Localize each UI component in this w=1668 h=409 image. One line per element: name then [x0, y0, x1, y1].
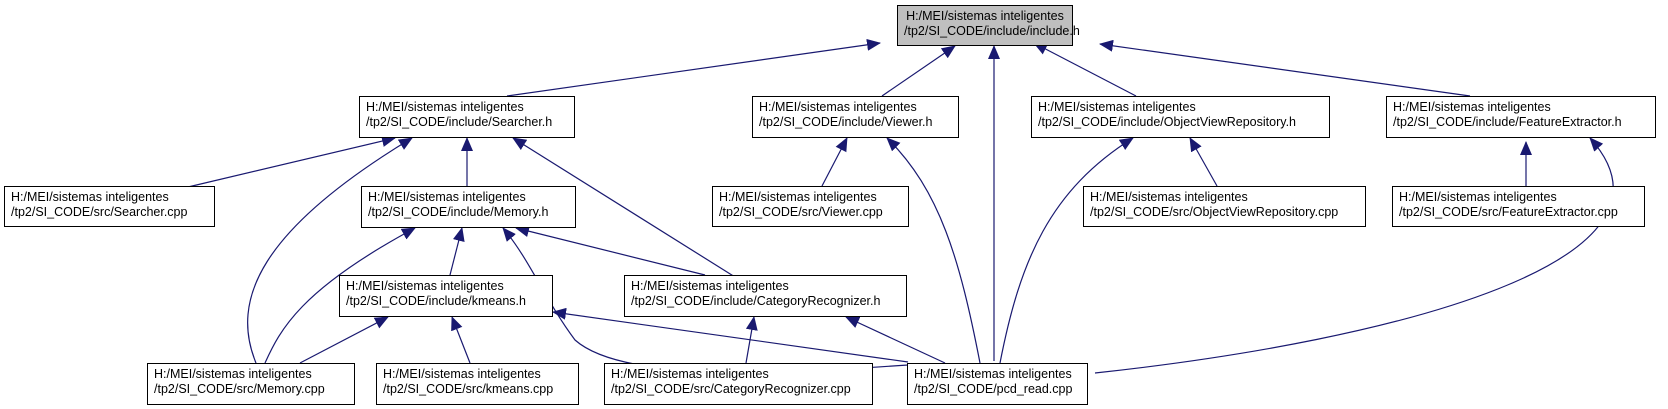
- edge-memory-cpp-to-kmeans-h: [299, 316, 389, 364]
- node-kmeans-h-line1: H:/MEI/sistemas inteligentes: [346, 279, 504, 293]
- edge-pcd-read-to-catrec-h: [845, 316, 946, 364]
- node-category-recognizer-cpp-line2: /tp2/SI_CODE/src/CategoryRecognizer.cpp: [611, 382, 851, 396]
- edge-viewer-h-to-include-h: [881, 45, 956, 97]
- node-include-h[interactable]: H:/MEI/sistemas inteligentes /tp2/SI_COD…: [897, 5, 1080, 46]
- edge-pcd-read-to-kmeans-h: [552, 307, 909, 363]
- edge-kmeans-cpp-to-kmeans-h: [451, 316, 471, 364]
- edge-ovr-h-to-include-h: [1033, 42, 1137, 97]
- edge-kmeans-h-to-memory-h: [449, 227, 465, 276]
- node-kmeans-cpp-line1: H:/MEI/sistemas inteligentes: [383, 367, 541, 381]
- node-feature-extractor-cpp-line1: H:/MEI/sistemas inteligentes: [1399, 190, 1557, 204]
- node-feature-extractor-cpp-line2: /tp2/SI_CODE/src/FeatureExtractor.cpp: [1399, 205, 1618, 219]
- node-object-view-repository-h-line2: /tp2/SI_CODE/include/ObjectViewRepositor…: [1038, 115, 1296, 129]
- edge-pcd-read-to-fe-h: [1094, 137, 1614, 374]
- node-object-view-repository-h[interactable]: H:/MEI/sistemas inteligentes /tp2/SI_COD…: [1031, 96, 1330, 138]
- node-searcher-cpp[interactable]: H:/MEI/sistemas inteligentes /tp2/SI_COD…: [4, 186, 215, 227]
- edge-memory-cpp-to-memory-h: [264, 227, 416, 364]
- node-kmeans-h[interactable]: H:/MEI/sistemas inteligentes /tp2/SI_COD…: [339, 275, 553, 317]
- node-pcd-read-cpp-line1: H:/MEI/sistemas inteligentes: [914, 367, 1072, 381]
- node-object-view-repository-cpp-line2: /tp2/SI_CODE/src/ObjectViewRepository.cp…: [1090, 205, 1339, 219]
- node-feature-extractor-h-line1: H:/MEI/sistemas inteligentes: [1393, 100, 1551, 114]
- edge-memory-cpp-to-searcher-h: [247, 137, 413, 364]
- edge-ovr-cpp-to-ovr-h: [1189, 137, 1218, 187]
- edge-catrec-cpp-to-catrec-h: [745, 316, 758, 364]
- node-category-recognizer-cpp[interactable]: H:/MEI/sistemas inteligentes /tp2/SI_COD…: [604, 363, 873, 405]
- node-memory-cpp-line1: H:/MEI/sistemas inteligentes: [154, 367, 312, 381]
- node-kmeans-h-line2: /tp2/SI_CODE/include/kmeans.h: [346, 294, 526, 308]
- edge-searcher-cpp-to-searcher-h: [187, 135, 396, 188]
- node-category-recognizer-h[interactable]: H:/MEI/sistemas inteligentes /tp2/SI_COD…: [624, 275, 907, 317]
- node-viewer-h-line1: H:/MEI/sistemas inteligentes: [759, 100, 917, 114]
- node-viewer-cpp[interactable]: H:/MEI/sistemas inteligentes /tp2/SI_COD…: [712, 186, 909, 227]
- edge-fe-h-to-include-h: [1099, 39, 1471, 97]
- edge-searcher-h-to-include-h: [506, 38, 881, 97]
- node-object-view-repository-h-line1: H:/MEI/sistemas inteligentes: [1038, 100, 1196, 114]
- node-category-recognizer-h-line1: H:/MEI/sistemas inteligentes: [631, 279, 789, 293]
- node-feature-extractor-h-line2: /tp2/SI_CODE/include/FeatureExtractor.h: [1393, 115, 1622, 129]
- node-category-recognizer-cpp-line1: H:/MEI/sistemas inteligentes: [611, 367, 769, 381]
- node-kmeans-cpp-line2: /tp2/SI_CODE/src/kmeans.cpp: [383, 382, 554, 396]
- node-searcher-h-line1: H:/MEI/sistemas inteligentes: [366, 100, 524, 114]
- node-object-view-repository-cpp[interactable]: H:/MEI/sistemas inteligentes /tp2/SI_COD…: [1083, 186, 1366, 227]
- node-searcher-h[interactable]: H:/MEI/sistemas inteligentes /tp2/SI_COD…: [359, 96, 575, 138]
- node-viewer-h[interactable]: H:/MEI/sistemas inteligentes /tp2/SI_COD…: [752, 96, 959, 138]
- node-viewer-h-line2: /tp2/SI_CODE/include/Viewer.h: [759, 115, 933, 129]
- edge-pcd-read-to-ovr-h: [999, 137, 1134, 364]
- node-memory-cpp[interactable]: H:/MEI/sistemas inteligentes /tp2/SI_COD…: [147, 363, 355, 405]
- node-pcd-read-cpp-line2: /tp2/SI_CODE/pcd_read.cpp: [914, 382, 1073, 396]
- node-memory-cpp-line2: /tp2/SI_CODE/src/Memory.cpp: [154, 382, 325, 396]
- edge-viewer-cpp-to-viewer-h: [821, 137, 848, 187]
- node-memory-h-line2: /tp2/SI_CODE/include/Memory.h: [368, 205, 549, 219]
- node-feature-extractor-cpp[interactable]: H:/MEI/sistemas inteligentes /tp2/SI_COD…: [1392, 186, 1645, 227]
- node-include-h-line1: H:/MEI/sistemas inteligentes: [906, 9, 1064, 23]
- node-searcher-cpp-line2: /tp2/SI_CODE/src/Searcher.cpp: [11, 205, 188, 219]
- edge-catrec-h-to-memory-h: [515, 225, 706, 276]
- node-searcher-h-line2: /tp2/SI_CODE/include/Searcher.h: [366, 115, 553, 129]
- node-category-recognizer-h-line2: /tp2/SI_CODE/include/CategoryRecognizer.…: [631, 294, 881, 308]
- node-include-h-line2: /tp2/SI_CODE/include/include.h: [904, 24, 1080, 38]
- node-object-view-repository-cpp-line1: H:/MEI/sistemas inteligentes: [1090, 190, 1248, 204]
- node-searcher-cpp-line1: H:/MEI/sistemas inteligentes: [11, 190, 169, 204]
- node-memory-h[interactable]: H:/MEI/sistemas inteligentes /tp2/SI_COD…: [361, 186, 576, 228]
- node-kmeans-cpp[interactable]: H:/MEI/sistemas inteligentes /tp2/SI_COD…: [376, 363, 579, 405]
- node-viewer-cpp-line1: H:/MEI/sistemas inteligentes: [719, 190, 877, 204]
- node-memory-h-line1: H:/MEI/sistemas inteligentes: [368, 190, 526, 204]
- node-viewer-cpp-line2: /tp2/SI_CODE/src/Viewer.cpp: [719, 205, 883, 219]
- edge-pcd-read-to-viewer-h: [886, 137, 981, 364]
- edge-catrec-h-to-searcher-h: [512, 137, 736, 278]
- node-feature-extractor-h[interactable]: H:/MEI/sistemas inteligentes /tp2/SI_COD…: [1386, 96, 1656, 138]
- node-pcd-read-cpp[interactable]: H:/MEI/sistemas inteligentes /tp2/SI_COD…: [907, 363, 1088, 405]
